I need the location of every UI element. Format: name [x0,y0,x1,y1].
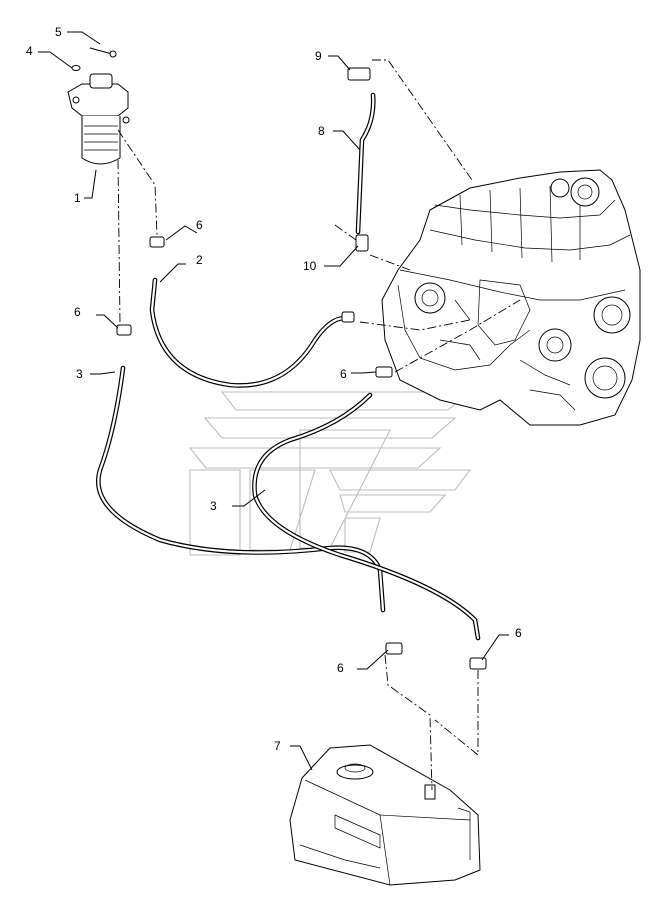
callout-8: 8 [318,124,325,138]
fuel-filter [67,73,130,165]
callout-10: 10 [303,259,317,273]
callout-4: 4 [26,44,33,58]
fitting-9 [347,67,371,81]
callout-6-right: 6 [515,626,522,640]
leader-lines [38,31,509,771]
callout-6-upper: 6 [196,218,203,232]
callout-labels: 1 2 3 3 4 5 6 6 6 6 6 7 8 9 10 [26,25,522,753]
fitting-6b [116,324,132,336]
watermark-logo [188,391,472,556]
callout-6-lower: 6 [337,661,344,675]
fitting-6d [385,642,403,655]
callout-2: 2 [196,253,203,267]
engine-assembly [381,169,641,426]
fitting-6a [149,236,165,248]
fittings [116,67,487,670]
callout-6-center: 6 [340,367,347,381]
screw-and-washer [71,47,117,71]
callout-6-left: 6 [74,305,81,319]
callout-5: 5 [55,25,62,39]
clamp-10 [355,234,369,252]
fuel-tank [289,744,481,886]
assembly-lines [117,59,521,791]
callout-3-left: 3 [76,367,83,381]
callout-9: 9 [315,49,322,63]
callout-1: 1 [74,191,81,205]
callout-7: 7 [274,739,281,753]
callout-3-center: 3 [210,499,217,513]
hoses [96,92,481,641]
fitting-6e [469,657,487,670]
fitting-6c [375,366,393,378]
fitting-hose2-end [341,311,355,323]
